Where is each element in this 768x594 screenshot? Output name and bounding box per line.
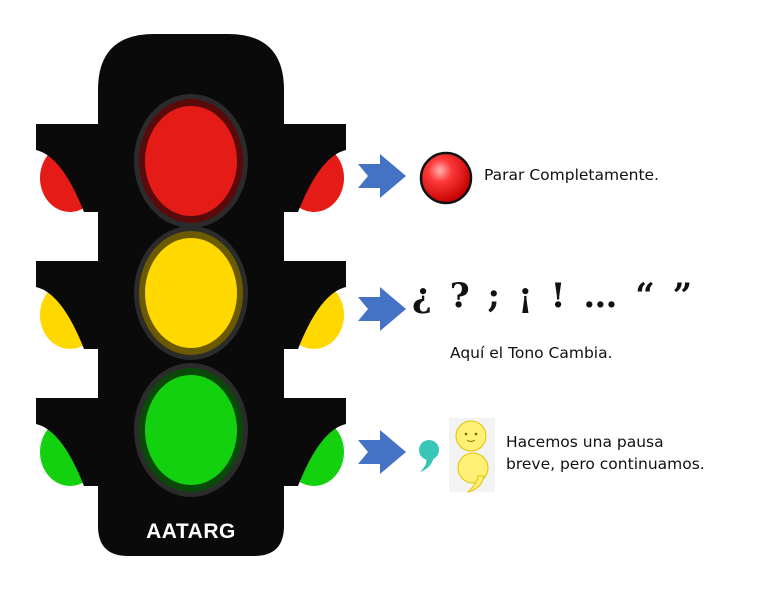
smiley-comma-icon: [449, 418, 495, 494]
arrow-right-icon: [358, 154, 406, 198]
visor-left-top: [36, 124, 98, 212]
side-visors: [36, 124, 346, 486]
arrow-right-icon: [358, 287, 406, 331]
caption-tone-changes: Aquí el Tono Cambia.: [450, 344, 613, 362]
visor-right-mid: [284, 261, 346, 349]
red-ball-icon: [419, 151, 473, 205]
lamp-yellow: [134, 226, 248, 360]
lamp-red: [134, 94, 248, 228]
visor-left-bottom: [36, 398, 98, 486]
arrow-right-icon: [358, 430, 406, 474]
label-pause-line-1: Hacemos una pausa: [506, 433, 664, 451]
visor-right-bottom: [284, 398, 346, 486]
comma-icon: [419, 440, 439, 472]
brand-label: AATARG: [146, 520, 236, 543]
visor-right-top: [284, 124, 346, 212]
visor-left-mid: [36, 261, 98, 349]
punctuation-marks: ¿ ? ; ¡ ! … “ ”: [412, 276, 696, 316]
label-stop: Parar Completamente.: [484, 166, 659, 184]
label-pause-line-2: breve, pero continuamos.: [506, 455, 705, 473]
lamp-green: [134, 363, 248, 497]
